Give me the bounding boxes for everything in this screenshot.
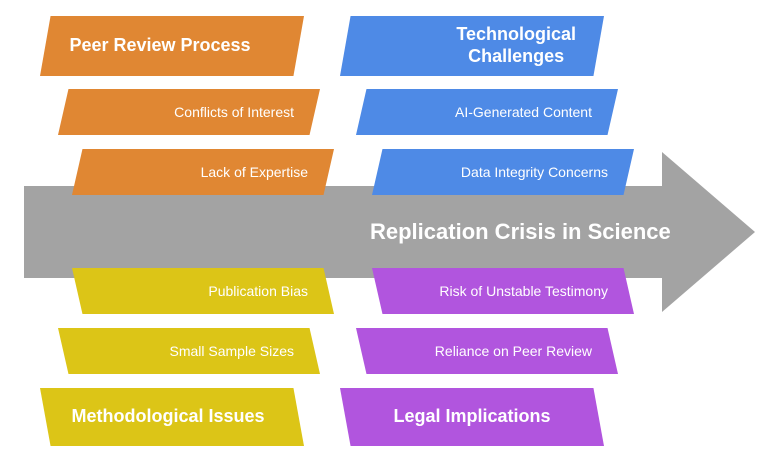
cause-label: Reliance on Peer Review bbox=[434, 342, 592, 359]
category-peer-review: Peer Review Process bbox=[40, 16, 304, 76]
cause-risk-of-unstable-testimony: Risk of Unstable Testimony bbox=[372, 268, 634, 314]
cause-label: Small Sample Sizes bbox=[169, 342, 295, 359]
cause-ai-generated-content: AI-Generated Content bbox=[356, 89, 618, 135]
cause-label: Lack of Expertise bbox=[200, 163, 308, 180]
cause-label: AI-Generated Content bbox=[455, 103, 592, 120]
cause-conflicts-of-interest: Conflicts of Interest bbox=[58, 89, 320, 135]
cause-data-integrity-concerns: Data Integrity Concerns bbox=[372, 149, 634, 195]
category-peer-review-label: Peer Review Process bbox=[69, 35, 251, 56]
category-technological-label-line-2: Challenges bbox=[468, 46, 565, 66]
category-technological-challenges: Technological Challenges bbox=[340, 16, 604, 76]
category-technological-label-line-1: Technological bbox=[456, 24, 576, 45]
category-technological-label: Technological Challenges bbox=[456, 24, 576, 67]
cause-publication-bias: Publication Bias bbox=[72, 268, 334, 314]
category-methodological-issues: Methodological Issues bbox=[40, 388, 304, 446]
problem-label: Replication Crisis in Science bbox=[370, 219, 671, 244]
cause-lack-of-expertise: Lack of Expertise bbox=[72, 149, 334, 195]
cause-label: Publication Bias bbox=[208, 282, 308, 299]
cause-label: Risk of Unstable Testimony bbox=[439, 282, 608, 299]
cause-label: Data Integrity Concerns bbox=[460, 163, 608, 180]
cause-label: Conflicts of Interest bbox=[174, 103, 294, 120]
cause-small-sample-sizes: Small Sample Sizes bbox=[58, 328, 320, 374]
cause-reliance-on-peer-review: Reliance on Peer Review bbox=[356, 328, 618, 374]
category-methodological-label: Methodological Issues bbox=[71, 406, 265, 427]
category-legal-label: Legal Implications bbox=[393, 406, 551, 427]
category-legal-implications: Legal Implications bbox=[340, 388, 604, 446]
